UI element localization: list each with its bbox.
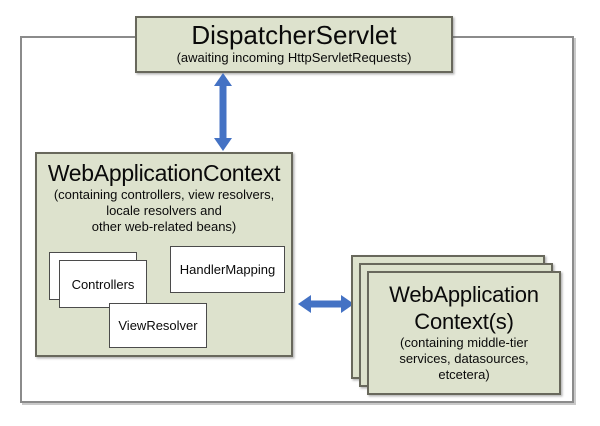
controllers-box: Controllers [59,260,147,308]
middle-tier-context-title-line2: Context(s) [414,309,514,334]
view-resolver-label: ViewResolver [118,318,198,333]
middle-tier-context-subtitle-line1: (containing middle-tier [400,335,528,350]
middle-tier-context-box: WebApplication Context(s) (containing mi… [367,271,561,395]
web-application-context-title: WebApplicationContext [47,160,281,186]
dispatcher-servlet-title: DispatcherServlet [191,20,397,50]
handler-mapping-label: HandlerMapping [179,262,276,277]
dispatcher-servlet-box: DispatcherServlet (awaiting incoming Htt… [135,16,453,73]
horizontal-double-arrow-shape [298,295,354,313]
controllers-label: Controllers [71,276,135,292]
handler-mapping-box: HandlerMapping [170,246,285,293]
web-application-context-box: WebApplicationContext (containing contro… [35,152,293,357]
horizontal-double-arrow-icon [298,295,354,313]
vertical-double-arrow-shape [214,73,232,151]
middle-tier-context-title-line1: WebApplication [389,282,539,307]
view-resolver-box: ViewResolver [109,303,207,348]
vertical-double-arrow-icon [214,73,232,151]
middle-tier-context-subtitle-line3: etcetera) [438,367,490,382]
middle-tier-context-subtitle-line2: services, datasources, [399,351,529,366]
dispatcher-servlet-subtitle: (awaiting incoming HttpServletRequests) [176,50,412,65]
web-application-context-subtitle-line2: locale resolvers and [106,203,222,218]
web-application-context-subtitle-line3: other web-related beans) [91,219,237,234]
web-application-context-subtitle-line1: (containing controllers, view resolvers, [53,187,275,202]
